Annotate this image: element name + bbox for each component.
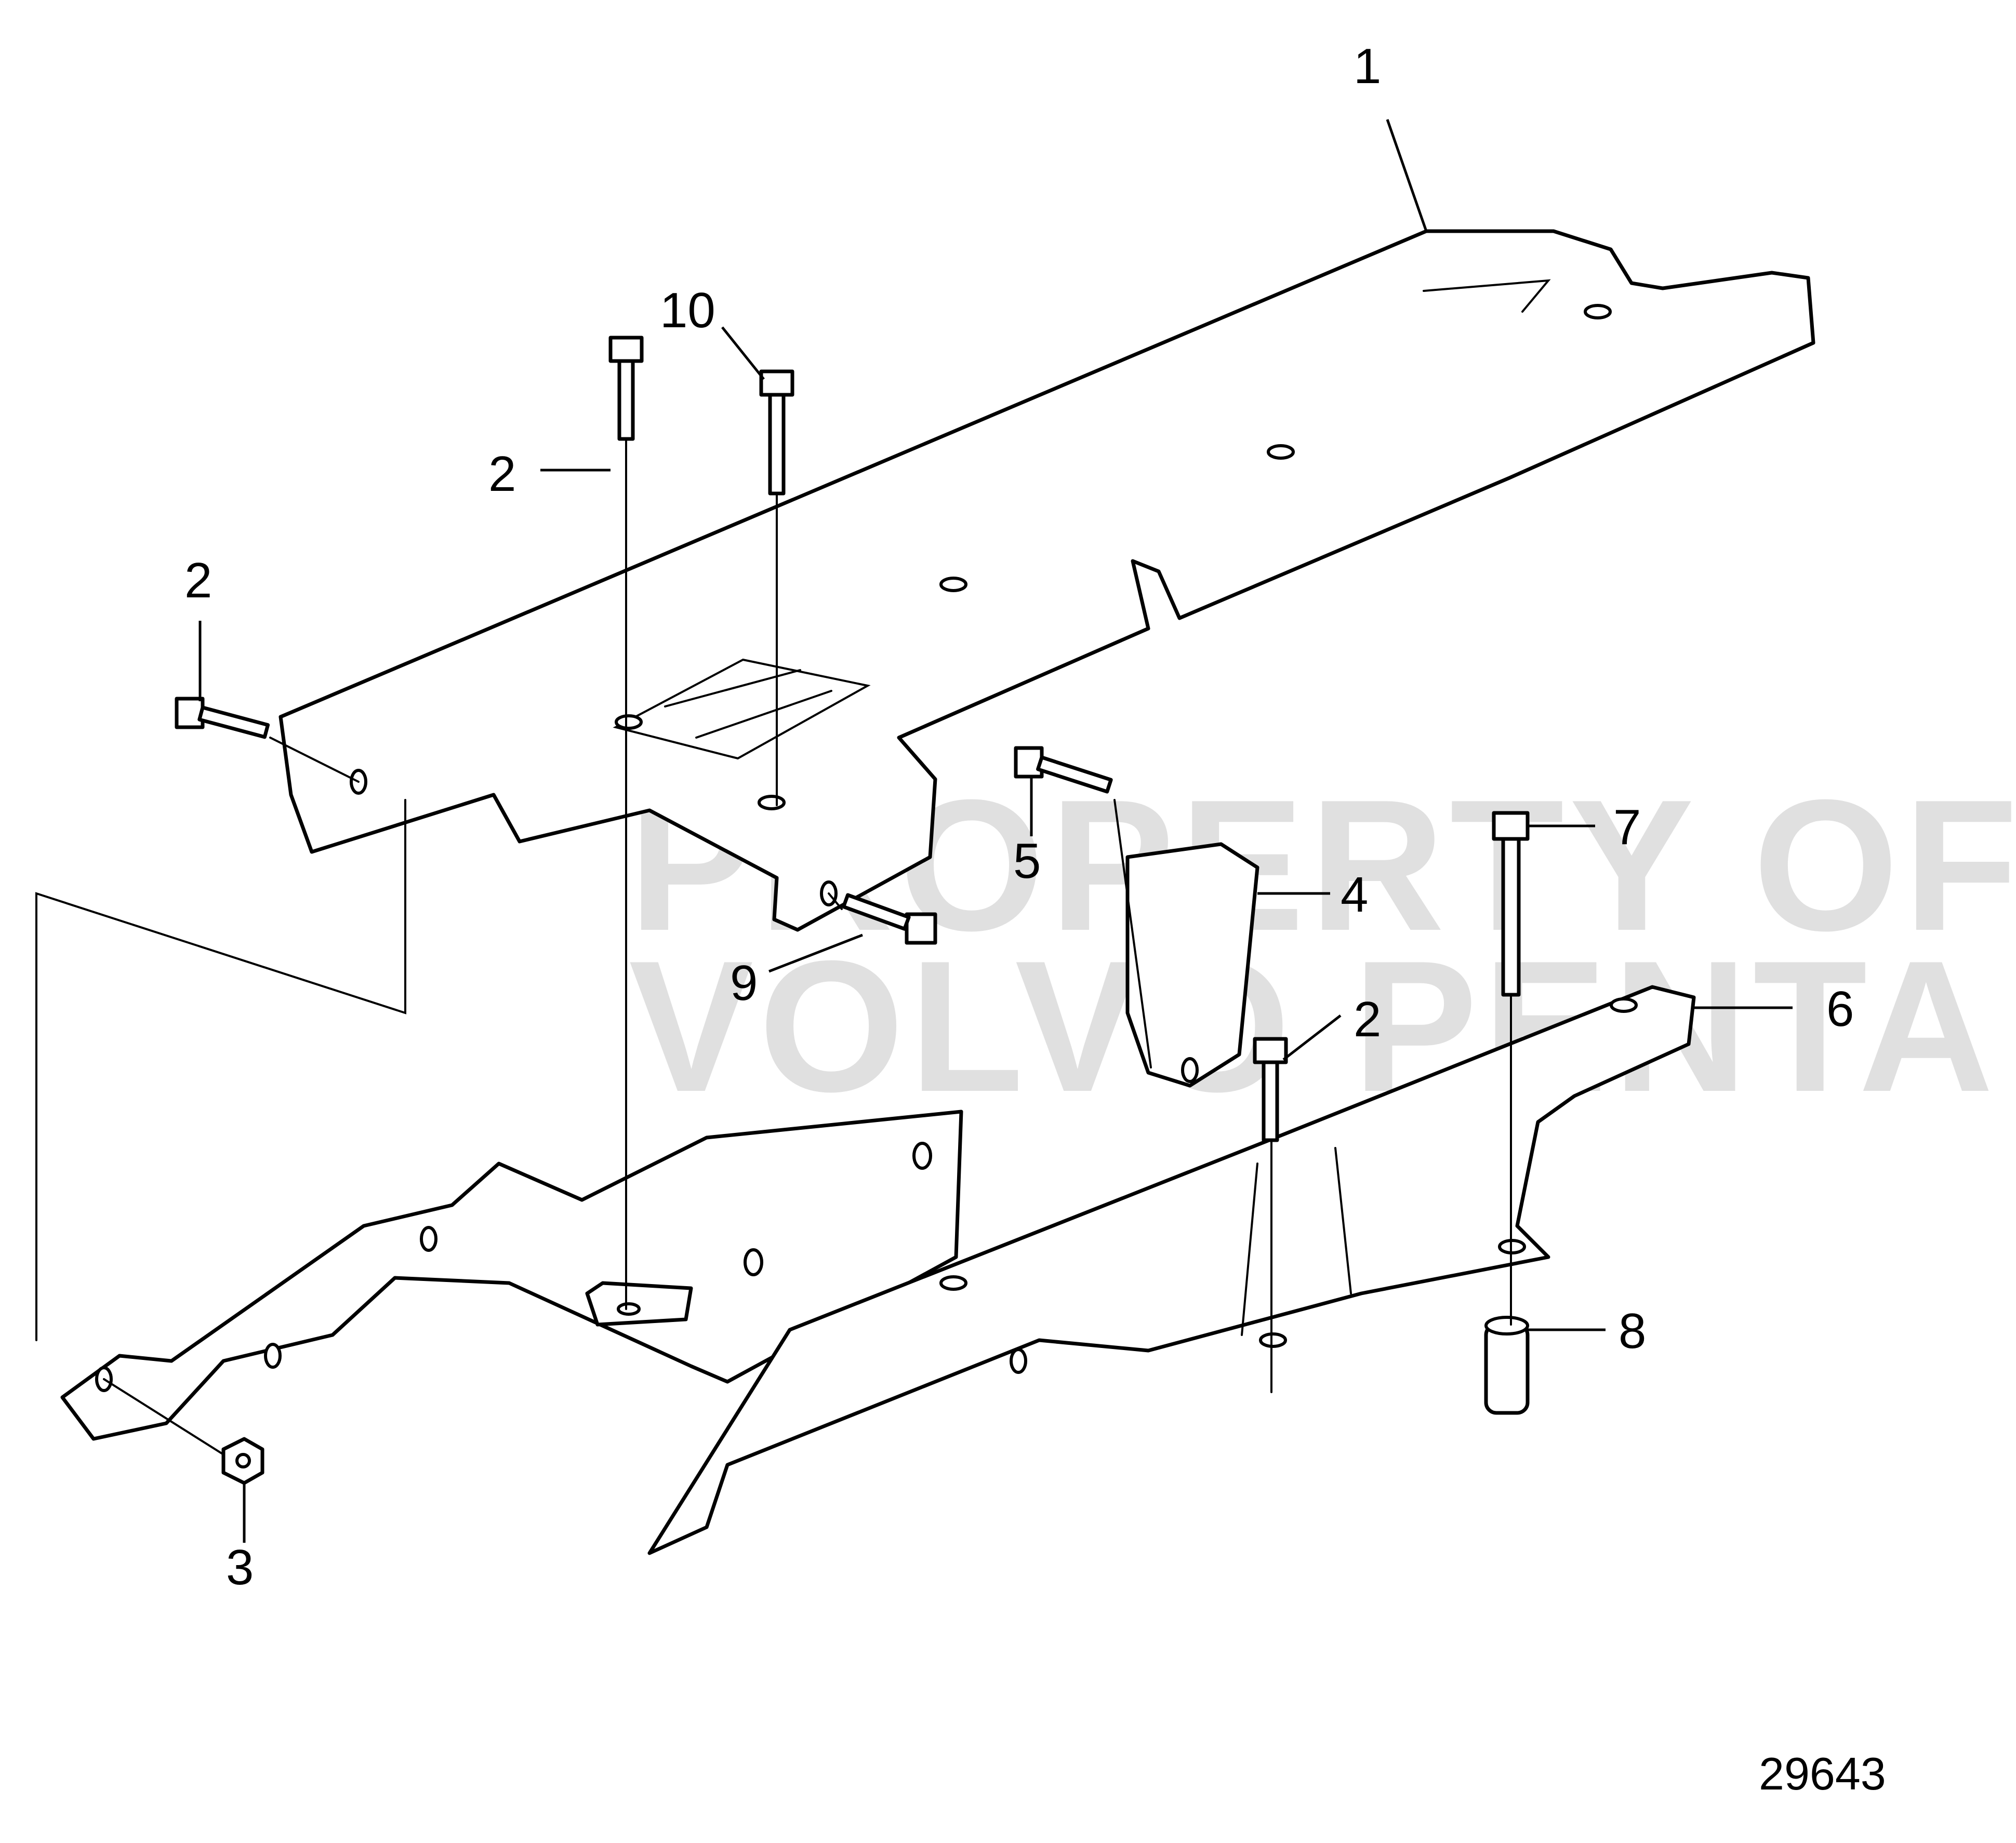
callout-5: 5 — [1013, 833, 1041, 889]
bracket-hole — [758, 795, 786, 810]
u-bracket-part-4 — [1125, 842, 1259, 1088]
lower-left-bracket — [60, 1110, 963, 1441]
spacer-part-8 — [1484, 1316, 1530, 1415]
spacer-body — [1484, 1323, 1530, 1415]
bolt-shank — [768, 393, 786, 496]
callout-2-top: 2 — [488, 446, 516, 502]
callout-8: 8 — [1619, 1303, 1646, 1359]
callouts: 1 10 2 2 2 3 4 5 6 7 8 9 — [184, 38, 1854, 1595]
bolt-head — [175, 697, 205, 729]
callout-2-lower: 2 — [1354, 992, 1381, 1047]
bolt-head — [1253, 1037, 1288, 1064]
bolt-head — [1014, 746, 1044, 779]
bracket-hole — [1181, 1057, 1199, 1083]
lower-bracket-part-6 — [585, 985, 1696, 1555]
bolt-part-9 — [841, 893, 937, 945]
bolt-head — [1492, 811, 1530, 841]
bracket-hole — [939, 577, 967, 592]
bracket-hole — [264, 1343, 282, 1369]
bracket-hole — [744, 1248, 763, 1276]
bolt-part-5 — [1014, 746, 1113, 794]
bracket-hole — [1010, 1348, 1027, 1374]
callout-10: 10 — [660, 283, 715, 338]
bolt-part-2-left — [175, 697, 270, 739]
bolt-shank — [1036, 755, 1113, 794]
bolt-shank — [1501, 837, 1521, 997]
bolt-part-2-top — [608, 336, 644, 441]
bracket-hole — [1610, 997, 1638, 1013]
nut-part-3 — [221, 1437, 264, 1485]
bracket-hole — [1267, 444, 1295, 460]
callout-9: 9 — [730, 955, 758, 1011]
nut-hole — [235, 1453, 251, 1468]
callout-4: 4 — [1341, 867, 1368, 923]
bracket-hole — [617, 1302, 641, 1316]
bracket-hole — [615, 714, 643, 730]
bolt-head — [759, 369, 794, 397]
bracket-hole — [939, 1275, 967, 1291]
bracket-hole — [1259, 1332, 1287, 1348]
bolt-shank — [197, 705, 270, 739]
upper-bracket-part-1 — [278, 229, 1815, 932]
leader-lines — [198, 119, 1793, 1543]
spacer-top — [1484, 1316, 1529, 1335]
bracket-hole — [420, 1226, 437, 1252]
bolt-head — [905, 912, 937, 945]
callout-2-left: 2 — [184, 553, 212, 608]
bolt-part-7 — [1492, 811, 1530, 997]
bolt-part-10 — [759, 369, 794, 496]
assembly-guide-lines — [103, 438, 1512, 1455]
callout-7: 7 — [1613, 799, 1641, 855]
bolt-shank — [617, 359, 635, 441]
watermark-line-2: VOLVO PENTA — [629, 922, 1999, 1131]
callout-1: 1 — [1354, 38, 1381, 94]
bracket-hole — [912, 1142, 932, 1170]
bracket-hole — [1584, 304, 1612, 319]
bolt-shank — [841, 893, 911, 931]
left-plate-outline — [35, 799, 406, 1341]
figure-reference-number: 29643 — [1759, 1748, 1886, 1799]
bolt-shank — [1262, 1060, 1279, 1142]
callout-3: 3 — [226, 1540, 254, 1595]
callout-6: 6 — [1826, 981, 1854, 1037]
bolt-head — [608, 336, 644, 363]
